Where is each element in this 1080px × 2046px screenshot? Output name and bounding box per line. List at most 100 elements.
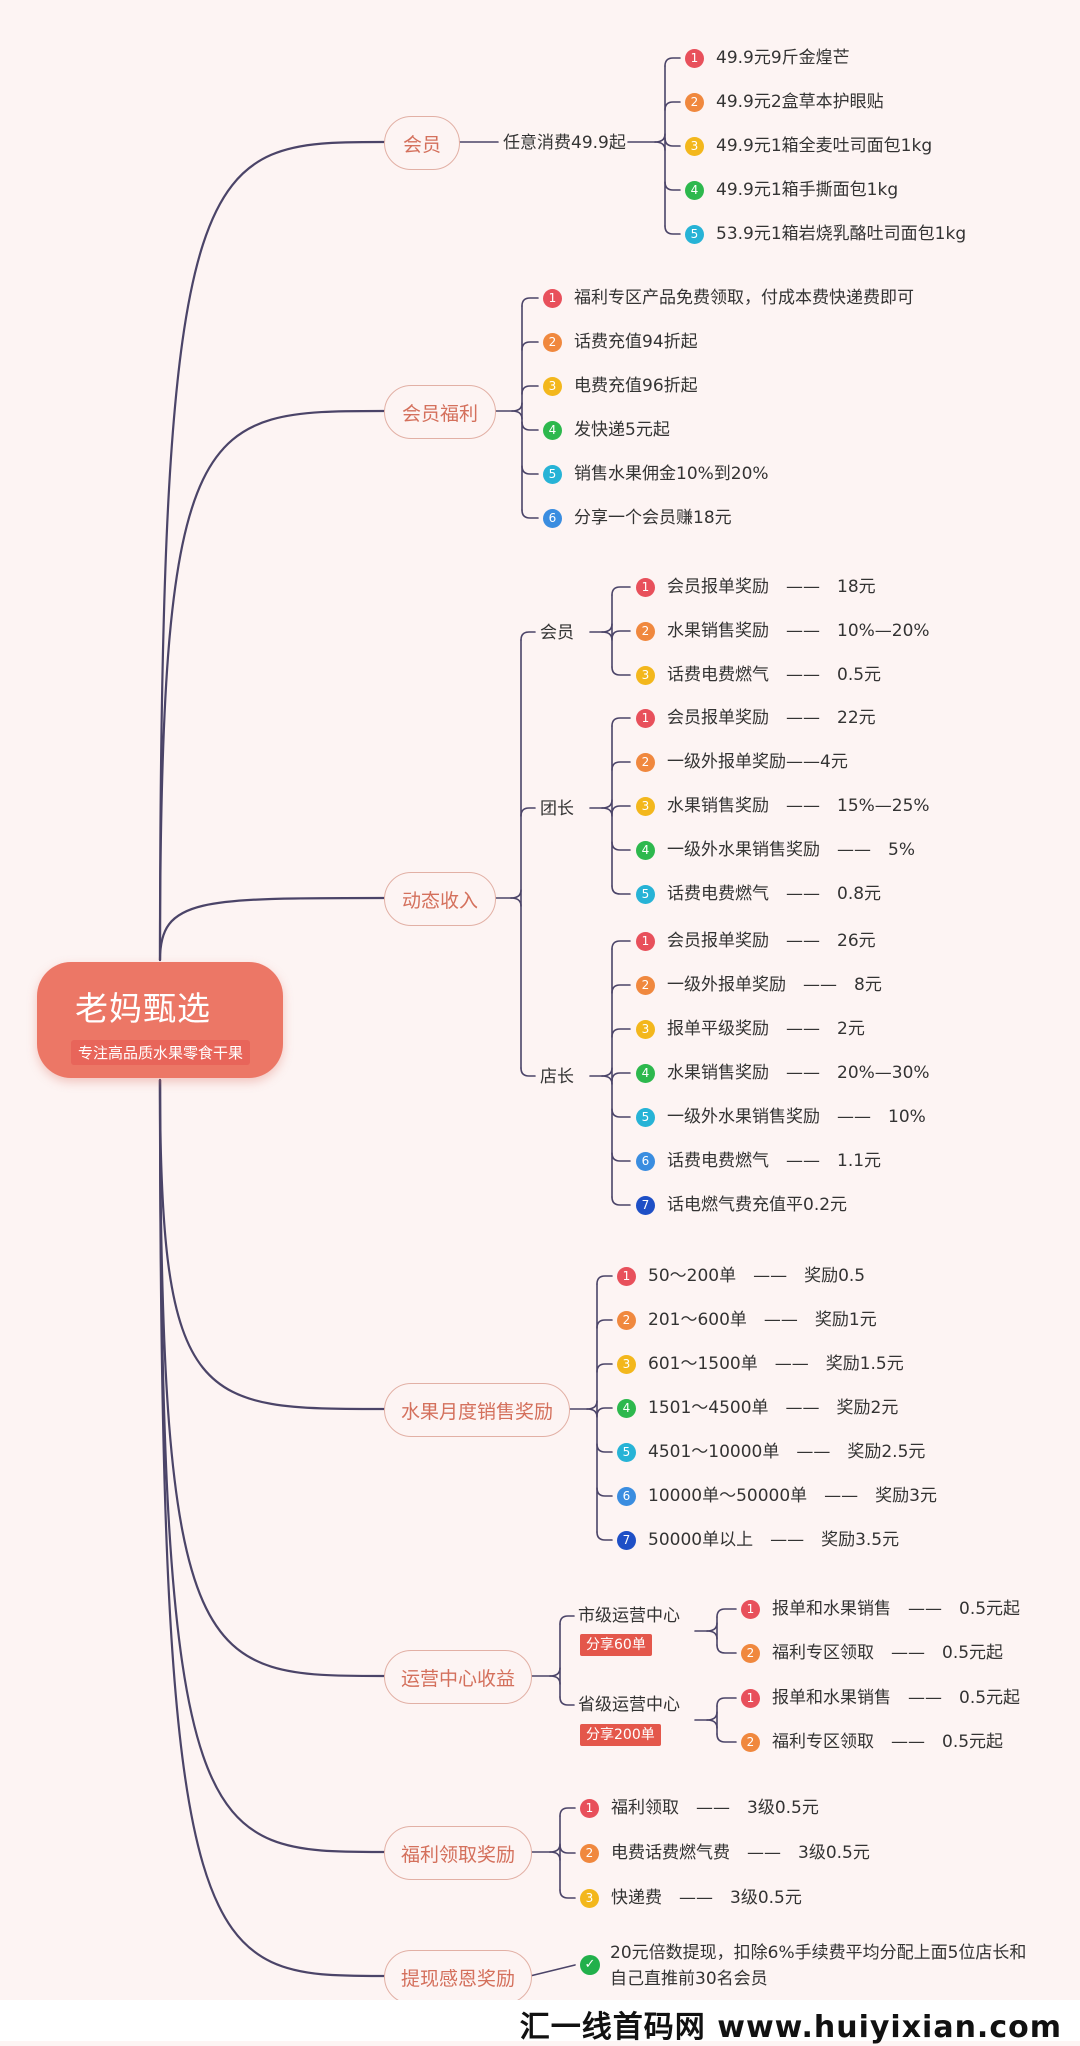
list-item-text: 分享一个会员赚18元	[574, 508, 732, 528]
number-badge-icon: 4	[636, 1064, 655, 1083]
bracket-tick	[596, 1531, 613, 1541]
number-badge-icon: 2	[685, 93, 704, 112]
list-item-text: 福利专区领取 —— 0.5元起	[772, 1732, 1004, 1752]
root-subtitle: 专注高品质水果零食干果	[71, 1040, 251, 1065]
bracket-join	[706, 1711, 718, 1721]
bracket-join	[654, 133, 666, 143]
bracket-tick	[611, 1196, 631, 1206]
bracket-tick	[611, 1028, 631, 1038]
number-badge-icon: 5	[543, 465, 562, 484]
bracket-join	[511, 402, 523, 412]
bracket-tick	[611, 586, 631, 596]
bracket-join	[601, 1075, 613, 1085]
bracket-tick	[521, 465, 539, 475]
list-item-text: 报单和水果销售 —— 0.5元起	[772, 1599, 1021, 1619]
bracket-tick	[611, 805, 631, 815]
list-item-text: 一级外报单奖励 —— 8元	[667, 975, 882, 995]
number-badge-icon: 4	[685, 181, 704, 200]
bracket-tick	[521, 421, 539, 431]
number-badge-icon: 3	[617, 1355, 636, 1374]
list-item-text: 53.9元1箱岩烧乳酪吐司面包1kg	[716, 224, 967, 244]
number-badge-icon: 4	[543, 421, 562, 440]
number-badge-icon: 2	[617, 1311, 636, 1330]
member-subnode: 任意消费49.9起	[503, 133, 626, 153]
bracket-join	[549, 1675, 561, 1685]
bracket-tick	[611, 666, 631, 676]
income-leader-label: 团长	[540, 799, 574, 819]
branch-curve	[158, 1078, 386, 1678]
list-item-text: 一级外报单奖励——4元	[667, 752, 848, 772]
number-badge-icon: 3	[685, 137, 704, 156]
number-badge-icon: 1	[741, 1600, 760, 1619]
bracket-join	[706, 1719, 718, 1729]
list-item-text: 话电燃气费充值平0.2元	[667, 1195, 848, 1215]
bracket-join	[706, 1630, 718, 1640]
number-badge-icon: 1	[580, 1799, 599, 1818]
number-badge-icon: 5	[685, 225, 704, 244]
list-item-text: 一级外水果销售奖励 —— 5%	[667, 840, 915, 860]
list-item-text: 报单平级奖励 —— 2元	[667, 1019, 865, 1039]
node-monthly-fruit-reward: 水果月度销售奖励	[384, 1383, 570, 1437]
bracket-tick	[596, 1443, 613, 1453]
number-badge-icon: 2	[741, 1644, 760, 1663]
node-member: 会员	[384, 116, 460, 170]
income-member-label: 会员	[540, 623, 574, 643]
list-item-text: 水果销售奖励 —— 20%—30%	[667, 1063, 930, 1083]
node-ops-center-income: 运营中心收益	[384, 1650, 532, 1704]
number-badge-icon: 3	[636, 666, 655, 685]
connector-line	[529, 1964, 576, 1977]
bracket-tick	[559, 1889, 576, 1899]
list-item-text: 49.9元2盒草本护眼贴	[716, 92, 884, 112]
list-item-text: 601～1500单 —— 奖励1.5元	[648, 1354, 904, 1374]
bracket-join	[601, 1067, 613, 1077]
list-item-text: 49.9元1箱全麦吐司面包1kg	[716, 136, 933, 156]
bracket-tick	[611, 940, 631, 950]
bracket-tick	[596, 1319, 613, 1329]
list-item-text: 49.9元1箱手撕面包1kg	[716, 180, 899, 200]
bracket-tick	[611, 630, 631, 640]
list-item-text: 电费充值96折起	[574, 376, 698, 396]
bracket-tick	[716, 1697, 737, 1707]
bracket-tick	[716, 1644, 737, 1654]
bracket-tick	[664, 57, 681, 67]
list-item-text: 水果销售奖励 —— 10%—20%	[667, 621, 930, 641]
bracket-tick	[559, 1696, 575, 1706]
number-badge-icon: 2	[580, 1844, 599, 1863]
list-item-text: 201～600单 —— 奖励1元	[648, 1310, 877, 1330]
bracket-join	[654, 141, 666, 151]
bracket-tick	[611, 761, 631, 771]
list-item-text: 1501～4500单 —— 奖励2元	[648, 1398, 899, 1418]
branch-curve	[158, 1078, 386, 1978]
number-badge-icon: 3	[543, 377, 562, 396]
number-badge-icon: 2	[636, 976, 655, 995]
bracket-join	[586, 1400, 598, 1410]
list-item-text: 电费话费燃气费 —— 3级0.5元	[611, 1843, 870, 1863]
number-badge-icon: 1	[543, 289, 562, 308]
number-badge-icon: 1	[636, 709, 655, 728]
list-item-text: 快递费 —— 3级0.5元	[611, 1888, 802, 1908]
number-badge-icon: 6	[617, 1487, 636, 1506]
number-badge-icon: 4	[636, 841, 655, 860]
node-member-benefits: 会员福利	[384, 385, 496, 439]
number-badge-icon: 7	[617, 1531, 636, 1550]
node-benefit-claim-reward: 福利领取奖励	[384, 1826, 532, 1880]
number-badge-icon: 6	[636, 1152, 655, 1171]
list-item-text: 报单和水果销售 —— 0.5元起	[772, 1688, 1021, 1708]
bracket-tick	[611, 717, 631, 727]
number-badge-icon: 1	[617, 1267, 636, 1286]
number-badge-icon: 1	[636, 932, 655, 951]
node-withdraw-thanks-reward: 提现感恩奖励	[384, 1950, 532, 2004]
list-item-text: 会员报单奖励 —— 26元	[667, 931, 876, 951]
bracket-join	[510, 889, 522, 899]
thanks-line-1: 20元倍数提现，扣除6%手续费平均分配上面5位店长和	[610, 1943, 1027, 1963]
bracket-tick	[559, 1807, 576, 1817]
bracket-tick	[664, 101, 681, 111]
number-badge-icon: 5	[617, 1443, 636, 1462]
bracket-tick	[596, 1487, 613, 1497]
bracket-tick	[559, 1615, 575, 1625]
bracket-tick	[521, 297, 539, 307]
list-item-text: 会员报单奖励 —— 22元	[667, 708, 876, 728]
bracket-tick	[521, 385, 539, 395]
check-icon: ✓	[580, 1955, 600, 1975]
number-badge-icon: 3	[636, 1020, 655, 1039]
